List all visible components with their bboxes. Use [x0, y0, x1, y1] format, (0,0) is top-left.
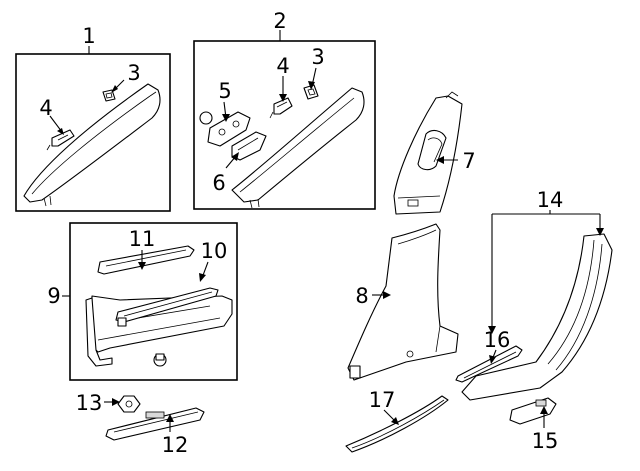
part-7-b-pillar-upper: [393, 91, 463, 215]
part-6-speaker-grille: [231, 131, 267, 161]
part-3-clip-box1: [102, 89, 116, 102]
callout-8: 8: [355, 284, 368, 308]
part-12-bracket: [105, 407, 205, 441]
callout-9: 9: [47, 284, 60, 308]
part-5-bracket: [199, 111, 251, 147]
callout-4-box1: 4: [39, 96, 52, 120]
part-8-b-pillar-lower: [347, 223, 459, 381]
callout-10: 10: [201, 239, 228, 263]
callout-1: 1: [82, 24, 95, 48]
callout-3-box2: 3: [311, 45, 324, 69]
part-2-a-pillar-trim: [231, 87, 365, 209]
box-group-2: [193, 40, 376, 210]
part-screw-box9: [153, 353, 167, 367]
part-15-bracket: [509, 397, 557, 425]
part-1-a-pillar-trim: [23, 83, 161, 207]
leaders: [49, 30, 604, 432]
box-group-1: [15, 53, 171, 212]
callout-5: 5: [218, 79, 231, 103]
part-10-sill-plate: [115, 287, 219, 327]
part-14-quarter-trim: [461, 233, 613, 401]
callout-14: 14: [537, 188, 564, 212]
callout-13: 13: [76, 391, 103, 415]
callout-3-box1: 3: [127, 61, 140, 85]
part-13-nut: [117, 395, 141, 413]
callout-4-box2: 4: [276, 54, 289, 78]
callout-6: 6: [212, 171, 225, 195]
part-16-scuff-plate: [455, 345, 523, 383]
callout-11: 11: [129, 227, 156, 251]
part-11-scuff-plate: [97, 245, 195, 275]
callout-12: 12: [162, 433, 189, 457]
box-group-9: [69, 222, 238, 381]
callout-16: 16: [484, 328, 511, 352]
callout-7: 7: [462, 149, 475, 173]
callout-2: 2: [273, 9, 286, 33]
callout-17: 17: [369, 388, 396, 412]
part-4-retainer-box1: [46, 129, 75, 151]
callout-15: 15: [532, 429, 559, 453]
part-4-retainer-box2: [269, 97, 293, 119]
